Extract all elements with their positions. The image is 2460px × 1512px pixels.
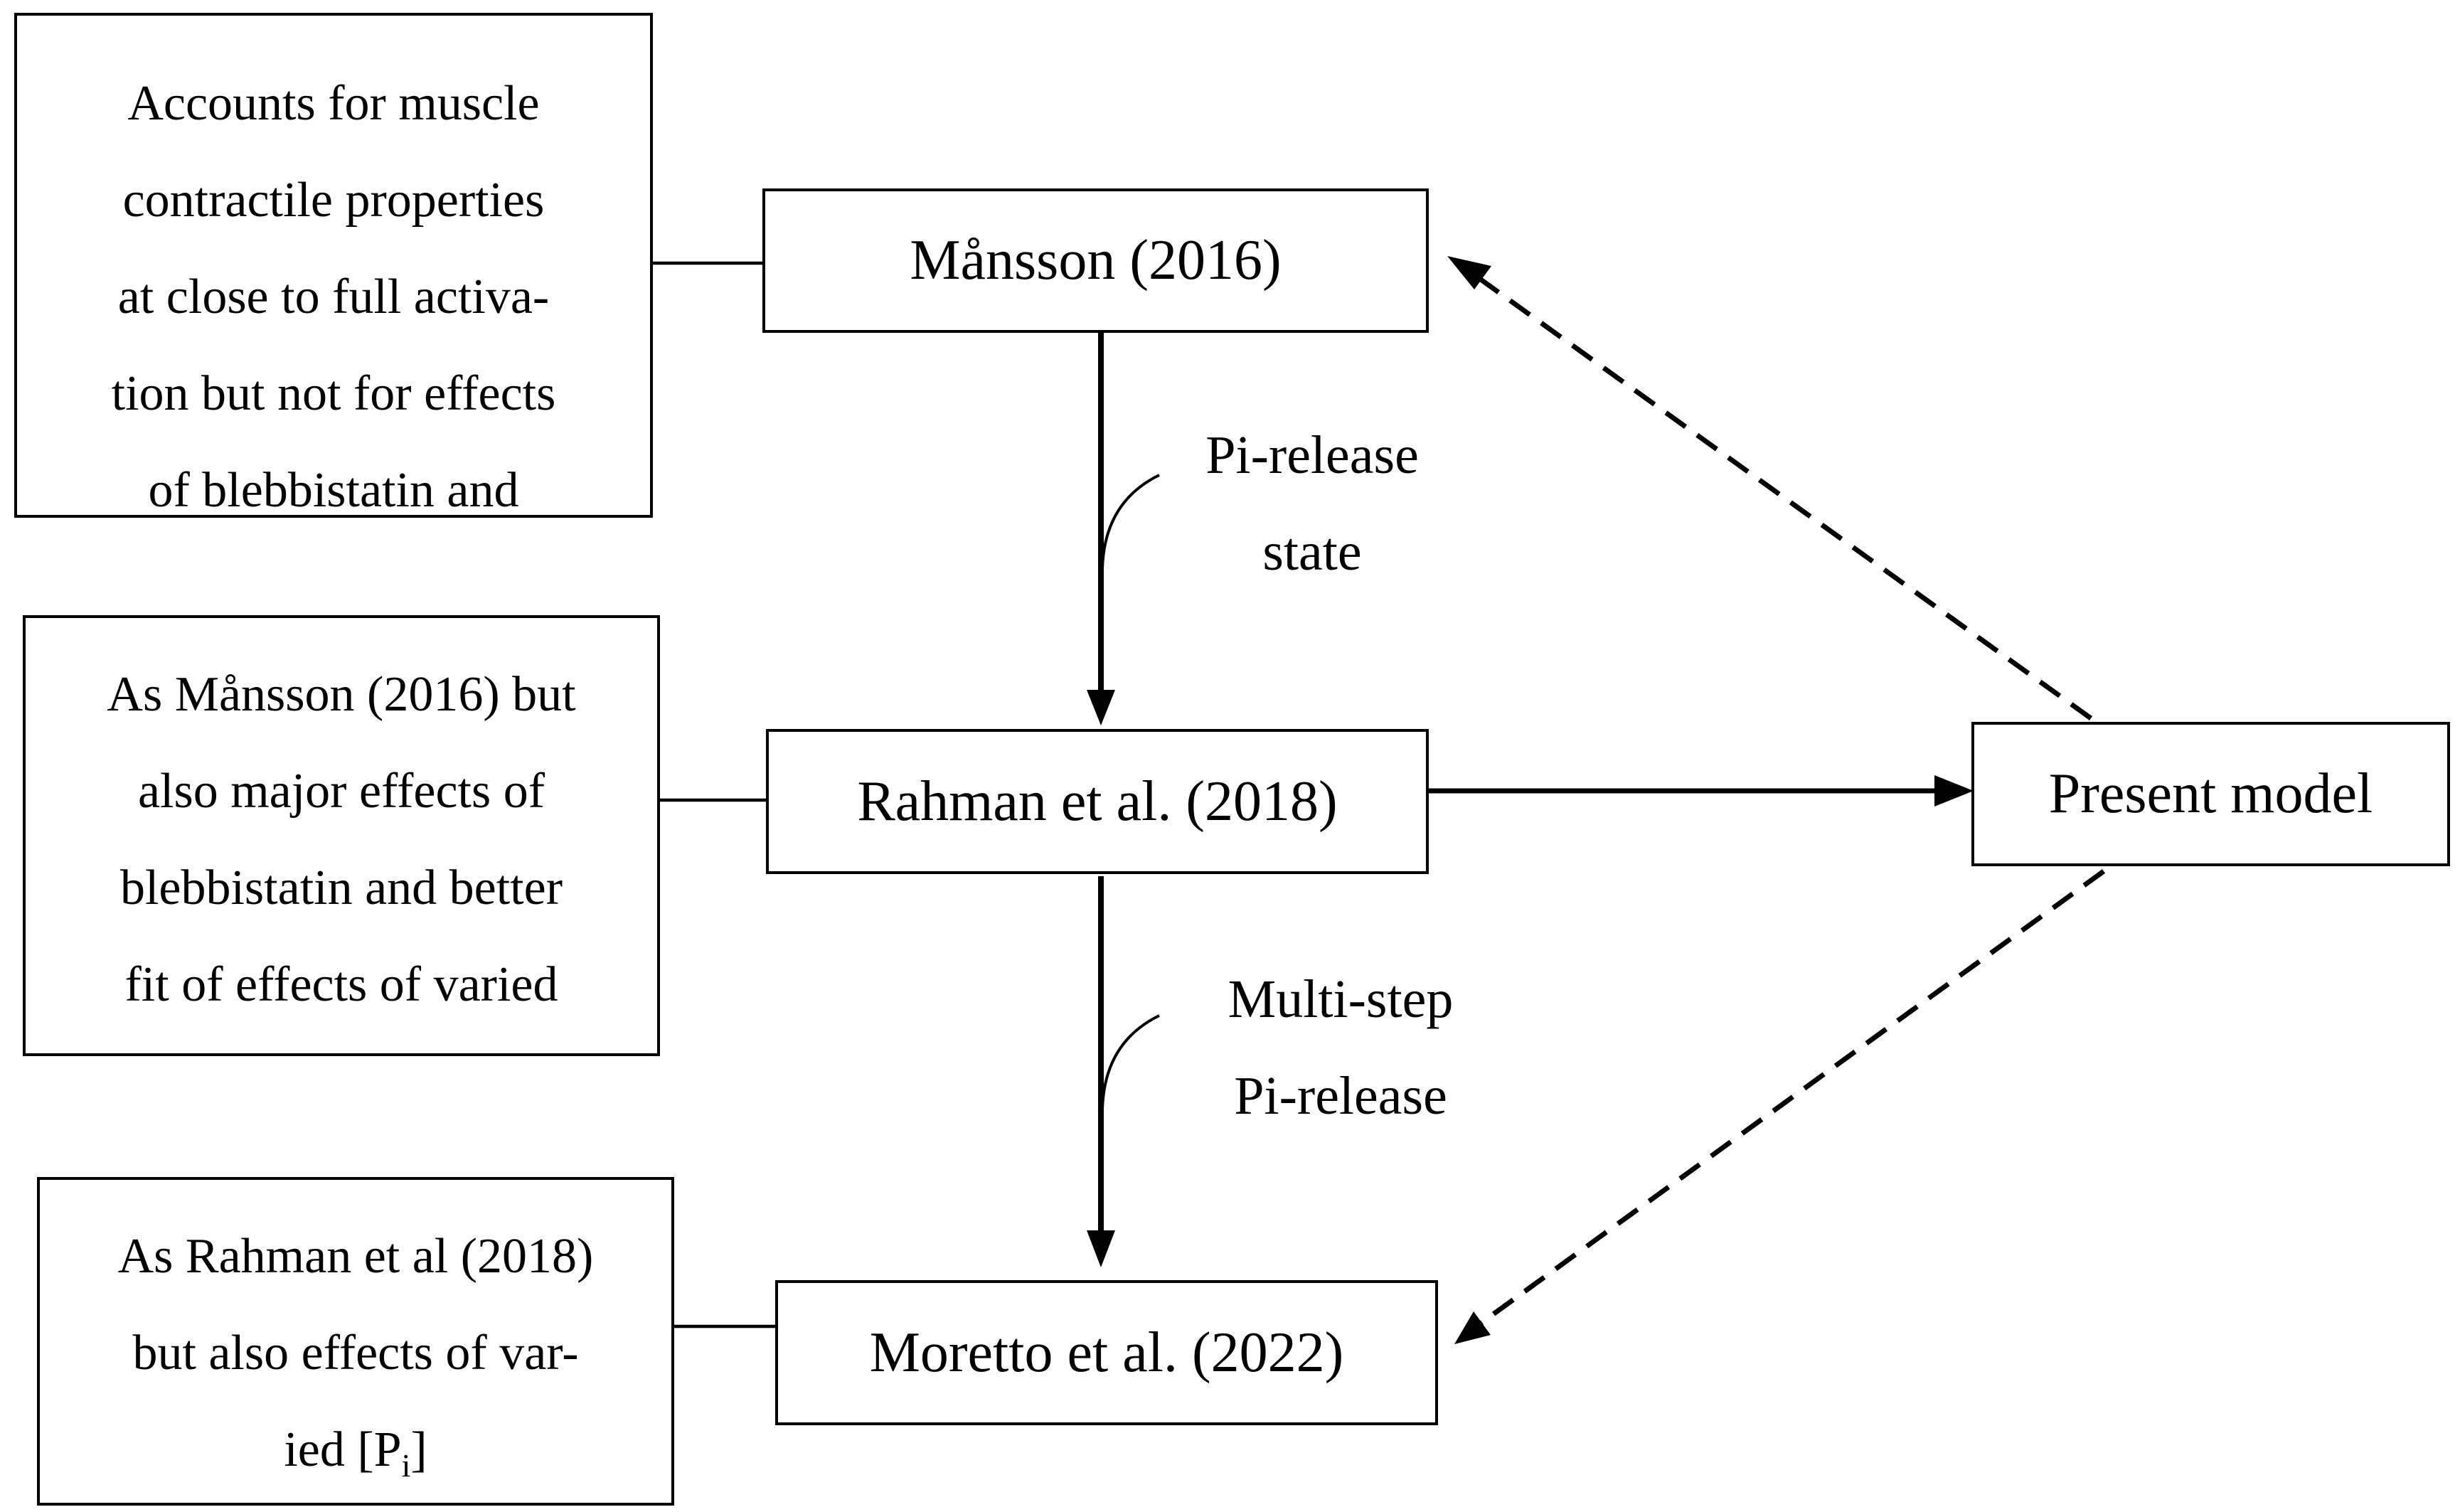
arrowhead-rahman-to-moretto: [1087, 1230, 1115, 1267]
arrowhead-present-to-mansson: [1447, 256, 1491, 289]
edge-label-pi-release-state-line-1: Pi-release: [1205, 425, 1419, 485]
note-mansson: Accounts for muscle contractile properti…: [14, 13, 653, 518]
note-moretto: As Rahman et al (2018) but also effects …: [37, 1177, 674, 1506]
model-moretto: Moretto et al. (2022): [775, 1280, 1438, 1425]
note-moretto-line-1: As Rahman et al (2018): [117, 1229, 594, 1284]
arrowhead-present-to-moretto: [1454, 1311, 1491, 1344]
note-rahman-line-3: blebbistatin and better: [119, 861, 563, 915]
model-rahman-label: Rahman et al. (2018): [857, 770, 1338, 833]
note-moretto-line-3: ied [Pi]: [118, 1402, 594, 1503]
model-rahman: Rahman et al. (2018): [766, 729, 1429, 874]
note-rahman-line-2: also major effects of: [137, 764, 545, 819]
note-moretto-subscript: i: [401, 1447, 411, 1484]
arrowhead-mansson-to-rahman: [1087, 690, 1115, 725]
label-leader-pi-release-state: [1101, 474, 1160, 570]
arrowhead-rahman-to-present: [1934, 775, 1974, 806]
model-present: Present model: [1971, 722, 2450, 866]
note-rahman: As Månsson (2016) but also major effects…: [23, 615, 660, 1056]
note-mansson-line-1: Accounts for muscle: [127, 76, 540, 131]
edge-label-multi-step-line-2: Pi-release: [1234, 1066, 1447, 1126]
model-moretto-label: Moretto et al. (2022): [869, 1321, 1344, 1384]
edge-label-multi-step: Multi-step Pi-release: [1188, 951, 1493, 1144]
label-leader-multi-step: [1101, 1014, 1160, 1110]
note-mansson-line-5: of blebbistatin and: [148, 463, 519, 518]
edge-label-pi-release-state-line-2: state: [1262, 522, 1362, 582]
note-mansson-line-2: contractile properties: [122, 173, 545, 228]
note-mansson-line-3: at close to full activa-: [117, 270, 550, 324]
note-mansson-line-4: tion but not for effects: [111, 366, 556, 421]
note-moretto-text-a: ied [P: [284, 1422, 402, 1477]
model-present-label: Present model: [2048, 762, 2373, 825]
note-rahman-line-4: fit of effects of varied: [124, 957, 558, 1012]
edge-label-pi-release-state: Pi-release state: [1170, 407, 1454, 600]
note-moretto-text-b: ]: [410, 1422, 427, 1477]
note-moretto-line-2: but also effects of var-: [132, 1326, 579, 1380]
model-mansson-label: Månsson (2016): [910, 229, 1282, 292]
dashed-arrow-present-to-moretto: [1479, 869, 2106, 1325]
dashed-arrow-present-to-mansson: [1476, 275, 2093, 720]
note-rahman-line-1: As Månsson (2016) but: [107, 667, 576, 722]
model-mansson: Månsson (2016): [762, 188, 1429, 333]
edge-label-multi-step-line-1: Multi-step: [1228, 969, 1454, 1029]
